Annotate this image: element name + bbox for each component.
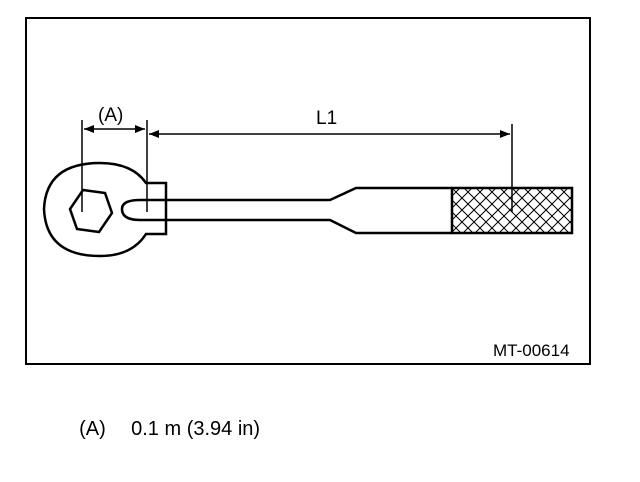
wrench-ring-head — [42, 161, 168, 258]
wrench-handle-shaft — [166, 186, 452, 235]
hex-socket-icon — [68, 188, 114, 234]
dimension-l1-label: L1 — [316, 108, 337, 129]
caption-text: 0.1 m (3.94 in) — [131, 418, 261, 440]
dimension-a-label: (A) — [98, 105, 123, 126]
diagram-border — [25, 17, 591, 365]
reference-code: MT-00614 — [493, 341, 570, 360]
caption-label: (A) — [79, 418, 106, 440]
caption: (A) 0.1 m (3.94 in) — [68, 395, 260, 441]
keyhole-slot — [120, 198, 166, 222]
